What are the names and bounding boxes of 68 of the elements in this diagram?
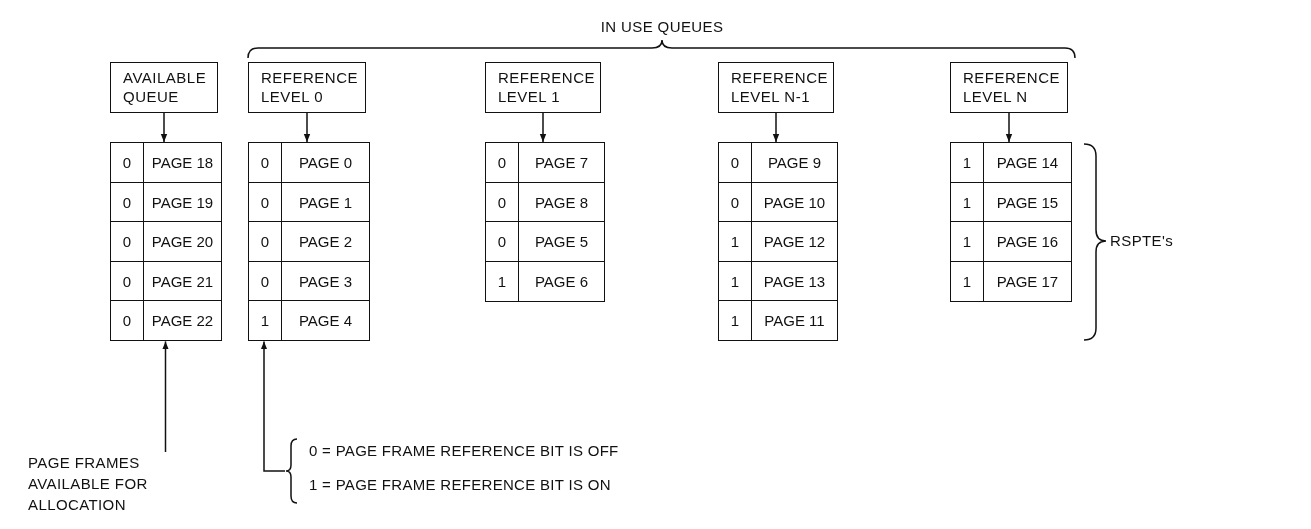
reference-bit: 1: [951, 261, 984, 301]
queue-entry-row: [718, 260, 838, 302]
queue-header-box: AVAILABLE QUEUE: [110, 62, 218, 113]
page-label: PAGE 2: [297, 232, 354, 253]
queue-entry-row: [248, 181, 370, 223]
page-label: PAGE 17: [995, 271, 1060, 292]
queue-entry-row: [718, 300, 838, 342]
page-label: PAGE 14: [995, 153, 1060, 173]
queue-entry-row: [248, 260, 370, 302]
queue-entry-row: [110, 300, 222, 342]
page-label: PAGE 21: [150, 271, 215, 292]
page-label: PAGE 10: [762, 192, 827, 213]
note-text: PAGE FRAMES AVAILABLE FOR ALLOCATION: [28, 453, 149, 515]
arrow: [303, 112, 311, 143]
queue-header-box: REFERENCE LEVEL N: [950, 62, 1068, 113]
queue-entry-row: [950, 221, 1072, 263]
queue-entry-row: [485, 260, 605, 302]
page-label: PAGE 4: [297, 311, 354, 332]
group-label: RSPTE's: [1110, 232, 1174, 249]
queue-entry-row: [248, 221, 370, 263]
page-label: PAGE 3: [297, 271, 354, 292]
queue-entry-row: [718, 181, 838, 223]
queue-entry-row: [485, 142, 605, 183]
reference-bit: 1: [249, 301, 282, 341]
arrow: [162, 340, 169, 453]
queue-entry-row: [248, 300, 370, 342]
queue-entry-row: [950, 181, 1072, 223]
page-label: PAGE 22: [150, 311, 215, 332]
page-label: PAGE 18: [150, 153, 215, 173]
page-label: PAGE 9: [766, 153, 823, 173]
legend-text: 1 = PAGE FRAME REFERENCE BIT IS ON: [309, 476, 611, 493]
page-label: PAGE 0: [297, 153, 354, 173]
page-label: PAGE 20: [150, 232, 215, 253]
queue-entry-row: [950, 142, 1072, 183]
queue-entry-row: [248, 142, 370, 183]
arrow: [772, 112, 780, 143]
queue-entry-row: [110, 221, 222, 263]
queue-entry-row: [485, 181, 605, 223]
page-label: PAGE 6: [533, 271, 590, 292]
page-label: PAGE 15: [995, 192, 1060, 213]
page-label: PAGE 13: [762, 271, 827, 292]
arrow: [260, 340, 286, 472]
queue-header-box: REFERENCE LEVEL N-1: [718, 62, 834, 113]
queue-entry-row: [718, 142, 838, 183]
arrow: [1005, 112, 1013, 143]
queue-entry-row: [110, 142, 222, 183]
queue-entry-row: [950, 260, 1072, 302]
queue-header-box: REFERENCE LEVEL 1: [485, 62, 601, 113]
reference-bit: 1: [486, 261, 519, 301]
reference-bit: 0: [111, 301, 144, 341]
page-label: PAGE 19: [150, 192, 215, 213]
page-label: PAGE 16: [995, 232, 1060, 253]
legend-text: 0 = PAGE FRAME REFERENCE BIT IS OFF: [309, 442, 619, 459]
page-label: PAGE 12: [762, 232, 827, 253]
group-label: IN USE QUEUES: [600, 18, 724, 35]
queue-entry-row: [718, 221, 838, 263]
page-label: PAGE 11: [763, 311, 826, 332]
arrow: [160, 112, 168, 143]
reference-bit: 1: [719, 301, 752, 341]
queue-header-box: REFERENCE LEVEL 0: [248, 62, 366, 113]
queue-entry-row: [110, 181, 222, 223]
page-label: PAGE 8: [533, 192, 590, 213]
queue-entry-row: [485, 221, 605, 263]
queue-entry-row: [110, 260, 222, 302]
arrow: [539, 112, 547, 143]
page-label: PAGE 7: [533, 153, 590, 173]
page-label: PAGE 1: [297, 192, 354, 213]
page-label: PAGE 5: [533, 232, 590, 253]
